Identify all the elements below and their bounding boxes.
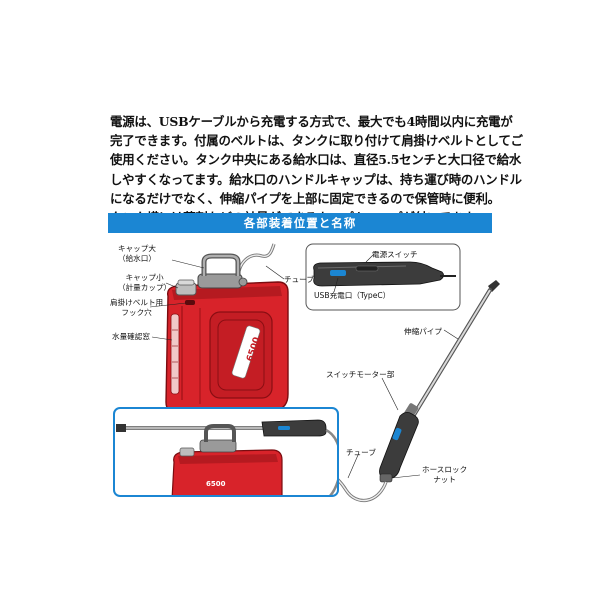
label-switch-motor: スイッチモーター部 [326, 370, 395, 379]
label-cap-large: キャップ大 （給水口） [118, 244, 156, 263]
grip-inset [305, 243, 461, 311]
label-power-switch: 電源スイッチ [372, 250, 418, 259]
label-usb-port: USB充電口（TypeC） [314, 291, 391, 300]
label-telescopic-pipe: 伸縮パイプ [404, 327, 442, 336]
telescopic-pipe-assembly [325, 280, 500, 503]
label-tube-bottom: チューブ [346, 448, 376, 457]
label-hose-lock: ホースロック ナット [422, 465, 468, 484]
intro-line: 電源は、USBケーブルから充電する方式で、最大でも4時間以内に充電が [110, 114, 513, 129]
section-banner: 各部装着位置と名称 [108, 213, 492, 233]
intro-line: になるだけでなく、伸縮パイプを上部に固定できるので保管時に便利。 [110, 190, 500, 206]
label-tube-top: チューブ [284, 275, 314, 284]
storage-inset: 6500 [113, 407, 339, 497]
label-water-window: 水量確認窓 [112, 332, 150, 341]
inset-tank-model-text: 6500 [206, 480, 226, 488]
leader-lines [149, 259, 285, 341]
sprayer-tank: 6500 [165, 243, 289, 415]
intro-line: 使用ください。タンク中央にある給水口は、直径5.5センチと大口径で給水 [110, 152, 522, 168]
label-cap-small: キャップ小 （計量カップ） [118, 273, 172, 292]
intro-line: 完了できます。付属のベルトは、タンクに取り付けて肩掛けベルトとしてご [110, 133, 523, 149]
intro-line: しやすくなってます。給水口のハンドルキャップは、持ち運び時のハンドル [110, 171, 522, 187]
label-belt-hook: 肩掛けベルト用 フック穴 [110, 298, 164, 317]
